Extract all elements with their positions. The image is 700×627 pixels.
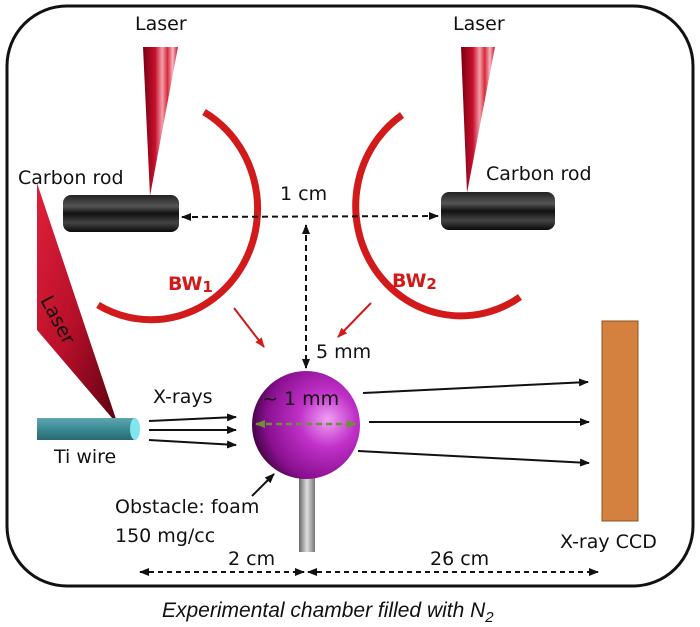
carbon-rod-right [441,192,555,230]
sphere-size-label: ~ 1 mm [262,388,339,410]
distance-rods-label: 1 cm [280,183,327,205]
carbon-rod-left [63,195,179,232]
caption: Experimental chamber filled with N2 [162,599,494,626]
carbon-rod-right-label: Carbon rod [486,163,592,185]
bw2-arrow [337,302,372,338]
distance-rods-dimension [181,212,439,221]
obstacle-stick [299,470,315,552]
ti-wire [37,418,135,440]
obstacle-pointer-arrow [251,473,275,497]
bw1-label: BW1 [168,273,213,296]
xray-arrow-in-1 [148,413,237,422]
obstacle-label-line2: 150 mg/cc [115,525,215,547]
laser-diag-beam [37,183,118,425]
bw1-arrow [233,307,265,348]
xray-arrow-out-3 [357,450,590,467]
ti-wire-label: Ti wire [53,446,116,468]
blast-wave-2-arc [352,112,523,320]
xray-ccd-detector [601,320,639,522]
xrays-label: X-rays [153,386,213,408]
blast-wave-1-arc [96,108,262,324]
ti-wire-end [130,418,140,440]
laser-left-beam [143,47,178,196]
laser-left-label: Laser [135,13,187,35]
xray-arrow-in-3 [148,439,237,449]
distance-right-label: 26 cm [430,548,489,570]
carbon-rod-left-label: Carbon rod [18,167,124,189]
chamber-outline [5,4,695,588]
ccd-label: X-ray CCD [560,531,657,553]
obstacle-label-line1: Obstacle: foam [115,496,259,518]
xray-arrow-out-1 [362,378,589,394]
bw2-label: BW2 [392,270,437,293]
laser-right-beam [461,47,495,193]
laser-right-label: Laser [453,13,505,35]
distance-left-label: 2 cm [228,548,275,570]
distance-vertical-label: 5 mm [316,341,371,363]
